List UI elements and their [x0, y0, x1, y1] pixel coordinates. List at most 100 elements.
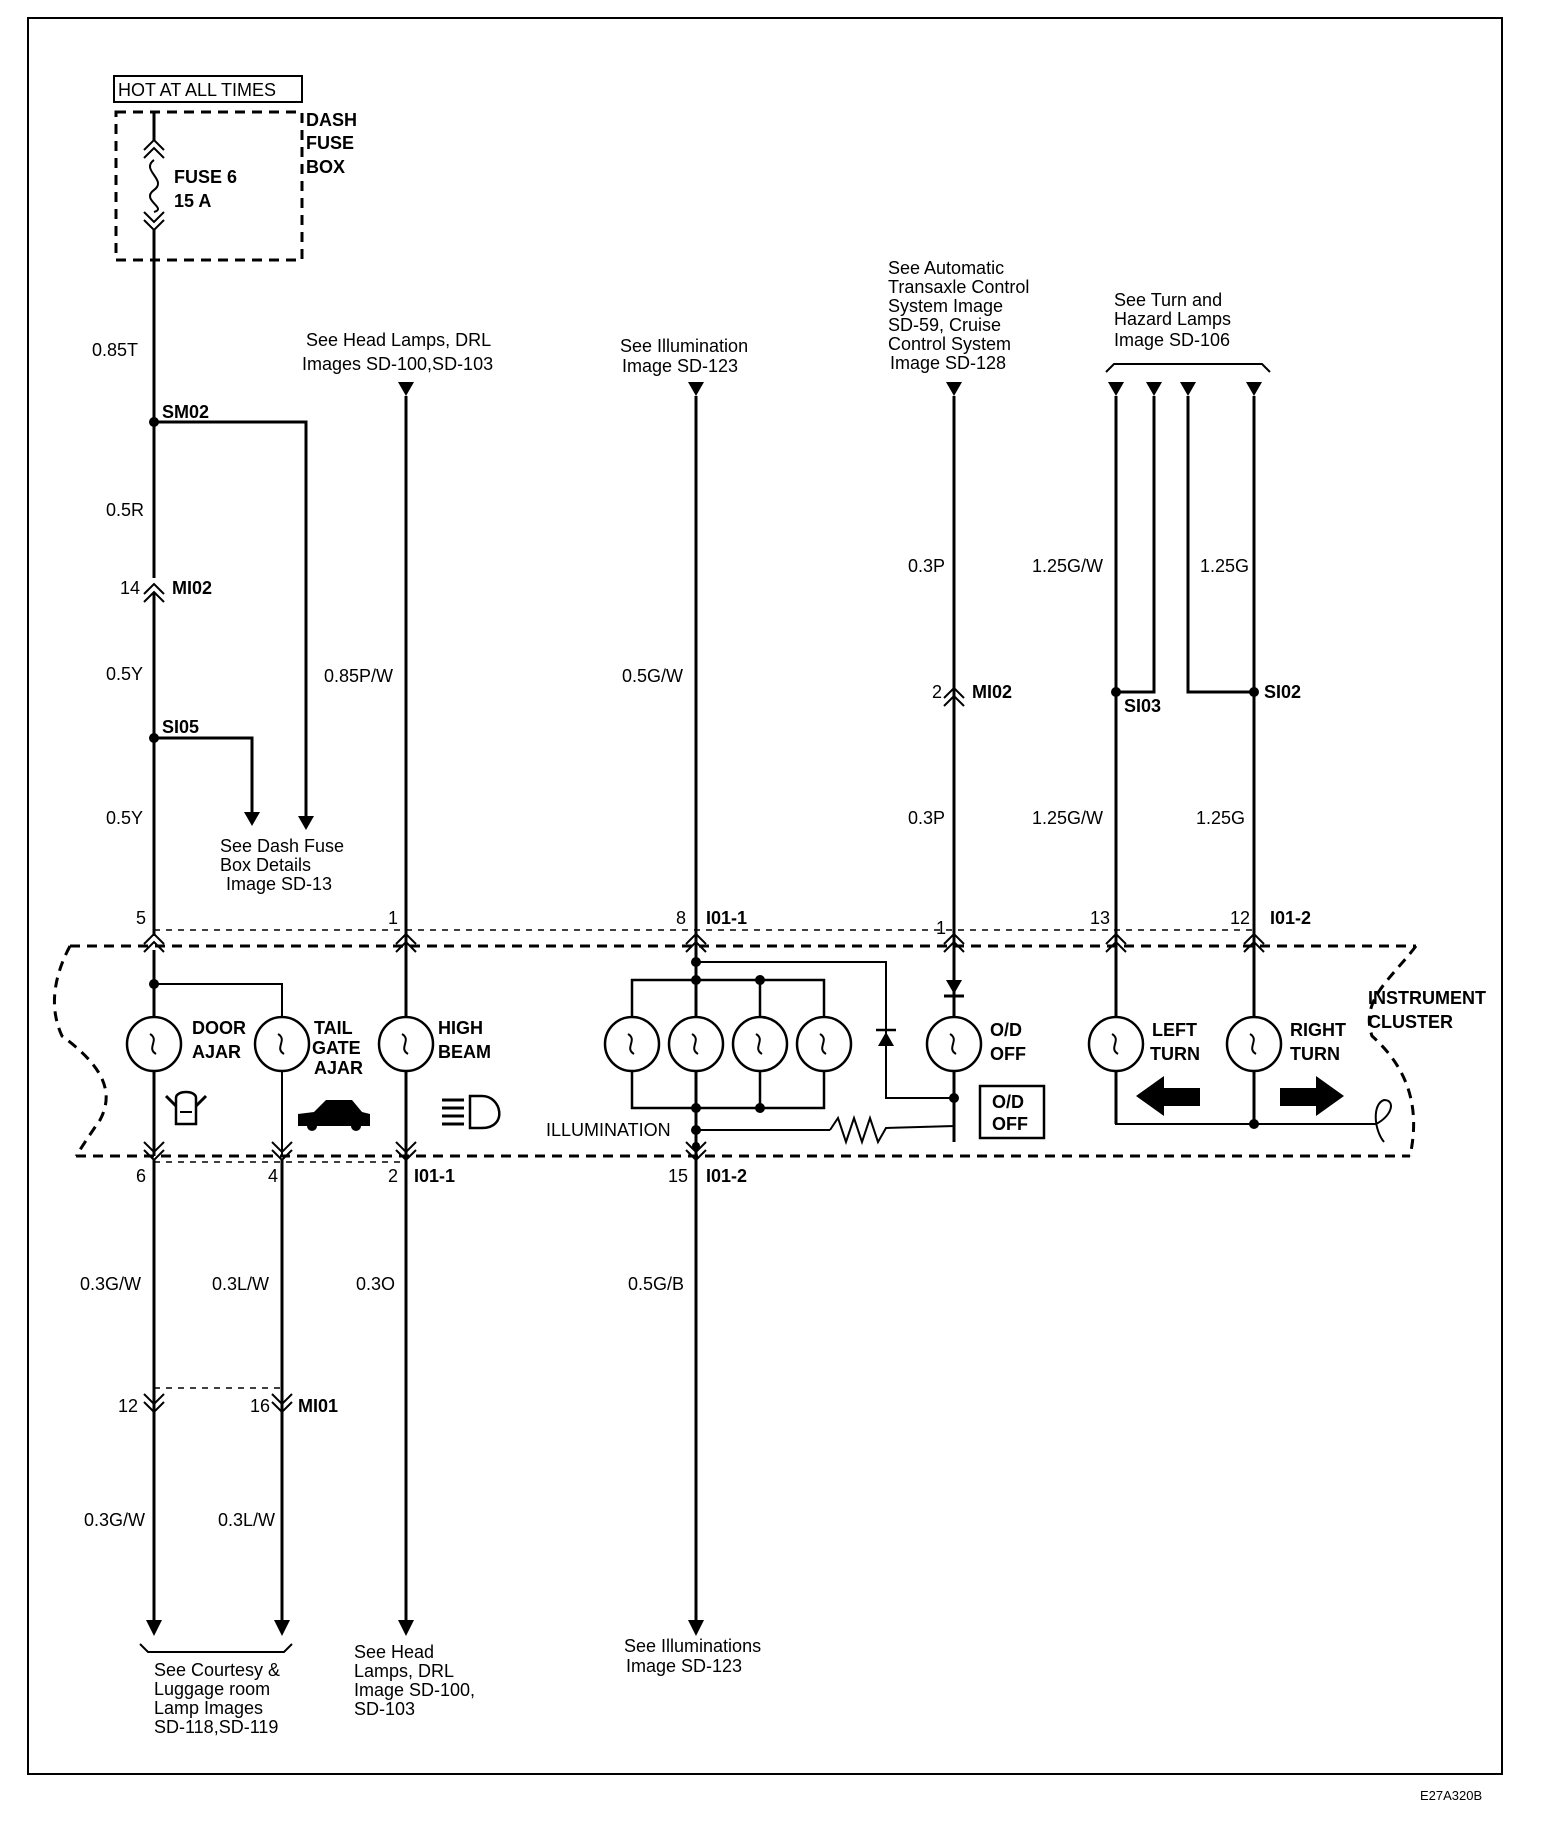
arrow-sm02-branch: [298, 816, 314, 830]
ref-head-bot-1: See Head: [354, 1642, 434, 1662]
pin-12b: 12: [118, 1396, 138, 1416]
ref-ats-top-4: SD-59, Cruise: [888, 315, 1001, 335]
pin-1a: 1: [388, 908, 398, 928]
ref-head-top-1: See Head Lamps, DRL: [306, 330, 491, 350]
wire-turn-ground: [1115, 1072, 1376, 1125]
ref-ats-top-3: System Image: [888, 296, 1003, 316]
ref-ats-top-1: See Automatic: [888, 258, 1004, 278]
wire-label-125GW-a: 1.25G/W: [1032, 556, 1103, 576]
od-lamp-label-2: OFF: [990, 1044, 1026, 1064]
pin-2b: 2: [388, 1166, 398, 1186]
turn-arrow-3: [1180, 382, 1196, 396]
wire-label-03O: 0.3O: [356, 1274, 395, 1294]
ref-head-bot-2: Lamps, DRL: [354, 1661, 454, 1681]
wire-label-03P-b: 0.3P: [908, 808, 945, 828]
arrow-si05-branch: [244, 812, 260, 826]
ref-turn-top-1: See Turn and: [1114, 290, 1222, 310]
pin-14: 14: [120, 578, 140, 598]
fuse-box-label-2: FUSE: [306, 133, 354, 153]
tailgate-lamp-label-1: TAIL: [314, 1018, 353, 1038]
ref-ats-top-2: Transaxle Control: [888, 277, 1029, 297]
splice-si03-label: SI03: [1124, 696, 1161, 716]
turn-arrow-4: [1246, 382, 1262, 396]
ref-turn-top-3: Image SD-106: [1114, 330, 1230, 350]
illum-top-arrow: [688, 382, 704, 396]
door-lamp-label-2: AJAR: [192, 1042, 241, 1062]
pin-16: 16: [250, 1396, 270, 1416]
fuse-box-label-1: DASH: [306, 110, 357, 130]
ref-dashfuse-1: See Dash Fuse: [220, 836, 344, 856]
wire-si05-branch: [154, 736, 254, 812]
cluster-left-border: [52, 945, 108, 1157]
pin-5: 5: [136, 908, 146, 928]
left-turn-label-1: LEFT: [1152, 1020, 1197, 1040]
frame-border: [27, 17, 1503, 1775]
connector-mi02-pin2: [943, 686, 965, 699]
wire-label-05Y-a: 0.5Y: [106, 664, 143, 684]
courtesy-arrow-2: [274, 1620, 290, 1636]
pin-1b: 1: [936, 918, 946, 938]
ref-courtesy-3: Lamp Images: [154, 1698, 263, 1718]
pin-2: 2: [932, 682, 942, 702]
splice-si05-label: SI05: [162, 717, 199, 737]
splice-si02-dot: [1249, 687, 1259, 697]
ref-dashfuse-2: Box Details: [220, 855, 311, 875]
high-beam-label-1: HIGH: [438, 1018, 483, 1038]
ats-top-arrow: [946, 382, 962, 396]
ref-courtesy-1: See Courtesy &: [154, 1660, 280, 1680]
od-lamp-label-1: O/D: [990, 1020, 1022, 1040]
cluster-right-border: [1367, 945, 1418, 1157]
wire-label-05R: 0.5R: [106, 500, 144, 520]
ref-head-top-2: Images SD-100,SD-103: [302, 354, 493, 374]
connector-i01-1-bot-label: I01-1: [414, 1166, 455, 1186]
pin-6: 6: [136, 1166, 146, 1186]
ref-head-bot-4: SD-103: [354, 1699, 415, 1719]
wire-right-turn-feed: [1186, 396, 1254, 694]
turn-ground-curl: [1374, 1098, 1392, 1143]
wire-label-03LW-b: 0.3L/W: [218, 1510, 275, 1530]
ref-ats-top-6: Image SD-128: [890, 353, 1006, 373]
illumination-label: ILLUMINATION: [546, 1120, 671, 1140]
ref-illum-top-1: See Illumination: [620, 336, 748, 356]
wire-label-03GW-a: 0.3G/W: [80, 1274, 141, 1294]
wire-label-085PW: 0.85P/W: [324, 666, 393, 686]
ref-illum-top-2: Image SD-123: [622, 356, 738, 376]
od-indicator-label-2: OFF: [992, 1114, 1028, 1134]
wire-label-05GB: 0.5G/B: [628, 1274, 684, 1294]
turn-arrow-2: [1146, 382, 1162, 396]
ref-illum-bot-2: Image SD-123: [626, 1656, 742, 1676]
ref-head-bot-3: Image SD-100,: [354, 1680, 475, 1700]
tailgate-lamp-label-2: GATE: [312, 1038, 361, 1058]
connector-mi01-label: MI01: [298, 1396, 338, 1416]
connector-mi02-label-b: MI02: [972, 682, 1012, 702]
ref-dashfuse-3: Image SD-13: [226, 874, 332, 894]
ref-illum-bot-1: See Illuminations: [624, 1636, 761, 1656]
right-arrow-icon: [1280, 1076, 1344, 1116]
hot-at-all-times-label: HOT AT ALL TIMES: [118, 80, 276, 100]
fuse-label-2: 15 A: [174, 191, 211, 211]
wire-label-125G-b: 1.25G: [1196, 808, 1245, 828]
door-lamp-label-1: DOOR: [192, 1018, 246, 1038]
wire-label-03GW-b: 0.3G/W: [84, 1510, 145, 1530]
pin-8: 8: [676, 908, 686, 928]
pin-15: 15: [668, 1166, 688, 1186]
pin-4: 4: [268, 1166, 278, 1186]
splice-si02-label: SI02: [1264, 682, 1301, 702]
door-ajar-car-icon: [164, 1090, 208, 1126]
wire-sm02-branch: [154, 420, 308, 818]
wire-tailgate-internal: [154, 983, 283, 1156]
head-bottom-arrow: [398, 1620, 414, 1636]
left-turn-label-2: TURN: [1150, 1044, 1200, 1064]
cluster-label-1: INSTRUMENT: [1368, 988, 1486, 1008]
splice-sm02-label: SM02: [162, 402, 209, 422]
turn-arrow-1: [1108, 382, 1124, 396]
left-arrow-icon: [1136, 1076, 1200, 1116]
fuse-6-symbol: [143, 112, 165, 260]
illum-bottom-arrow: [688, 1620, 704, 1636]
wire-label-05GW: 0.5G/W: [622, 666, 683, 686]
resistor-symbol: [829, 1098, 955, 1146]
splice-si03-dot: [1111, 687, 1121, 697]
top-connector-chevrons: [143, 932, 1265, 953]
cluster-label-2: CLUSTER: [1368, 1012, 1453, 1032]
